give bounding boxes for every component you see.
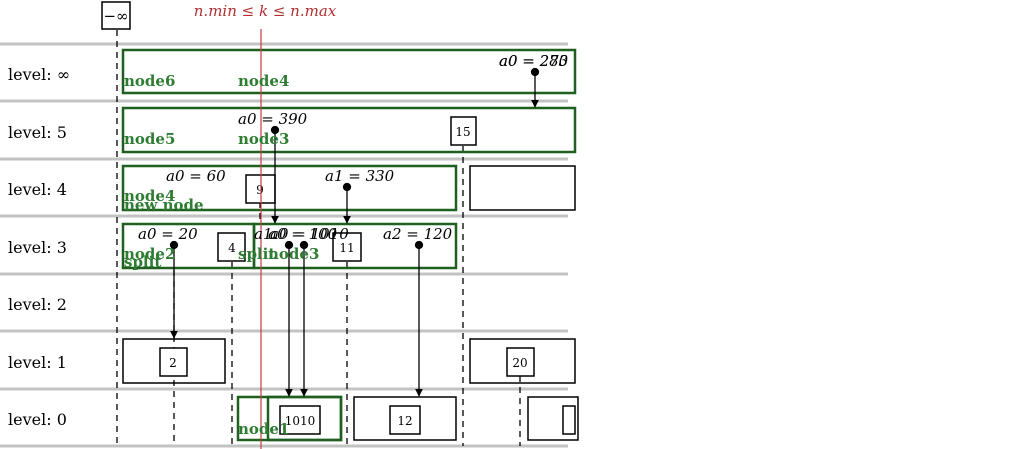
node-box-level-1-right xyxy=(469,338,576,384)
node-boxes xyxy=(121,48,579,442)
node-label: node4 xyxy=(124,187,175,205)
pointer-label: a1 = 330 xyxy=(325,167,395,185)
node-label: node3 xyxy=(268,245,319,263)
key-box-20 xyxy=(506,347,535,377)
key-label-11: 11 xyxy=(339,241,354,255)
level-label-2: level: 2 xyxy=(8,295,67,314)
level-label-3: level: 3 xyxy=(8,238,67,257)
node-label: node2 xyxy=(124,245,175,263)
pointer-label: a0 = 273 xyxy=(499,52,568,70)
key-range-annotation: n.min ≤ k ≤ n.max xyxy=(194,2,337,20)
node-box-level-4-right xyxy=(469,165,576,211)
key-label-9: 9 xyxy=(256,183,264,197)
key-label-1010: 1010 xyxy=(285,414,316,428)
node-box-level-0-mid xyxy=(353,396,457,441)
node-label: node6 xyxy=(124,72,175,90)
pointer-label: a0 = 1010 xyxy=(270,225,349,243)
node-box-level-4-left xyxy=(121,164,458,212)
level-bands xyxy=(0,42,568,448)
pointer-label: a0 = 390 xyxy=(238,110,308,128)
level-label-4: level: 4 xyxy=(8,180,67,199)
key-boxes: 15 9 4 11 2 20 1010 12 xyxy=(159,116,576,435)
node-label: node1 xyxy=(238,420,289,438)
key-box-2 xyxy=(159,347,188,377)
key-box-clipped xyxy=(562,405,576,435)
pointer-arrows xyxy=(169,67,540,397)
pointer-label: a2 = 120 xyxy=(383,225,453,243)
key-box-11 xyxy=(332,232,362,262)
node-labels: node6 node4 node5 node3 node4 new node n… xyxy=(124,72,319,438)
minus-inf-box xyxy=(101,1,131,30)
node-label: split xyxy=(238,245,275,263)
node-box-level-1-left xyxy=(122,338,226,384)
node-label: node5 xyxy=(124,130,175,148)
node-box-level-inf xyxy=(121,48,577,95)
node-box-level-0-right xyxy=(527,396,579,441)
node-label: node3 xyxy=(238,130,289,148)
node-box-level-5 xyxy=(121,106,577,154)
key-box-15 xyxy=(450,116,477,146)
pointer-label: a0 = 280 xyxy=(499,52,569,70)
level-label-0: level: 0 xyxy=(8,410,67,429)
key-label-12: 12 xyxy=(397,414,412,428)
pointer-label: a0 = 100 xyxy=(268,225,338,243)
key-box-4 xyxy=(217,232,246,262)
key-label-20: 20 xyxy=(512,356,527,370)
node-label: new node xyxy=(124,196,204,214)
level-label-inf: level: ∞ xyxy=(8,65,70,84)
node-label: split xyxy=(124,253,161,271)
node-box-level-3-split-right xyxy=(252,222,458,270)
pointer-label: a0 = 60 xyxy=(166,167,226,185)
minus-inf-label: −∞ xyxy=(103,7,128,25)
key-label-4: 4 xyxy=(228,241,236,255)
key-label-2: 2 xyxy=(169,356,177,370)
level-labels: level: ∞ level: 5 level: 4 level: 3 leve… xyxy=(8,65,70,429)
key-box-12 xyxy=(389,405,421,435)
pointer-label: a1 xyxy=(254,225,273,243)
key-label-15: 15 xyxy=(455,125,470,139)
key-box-1010 xyxy=(279,405,321,435)
node-box-level-0-inner xyxy=(266,395,343,442)
level-label-5: level: 5 xyxy=(8,123,67,142)
pointer-label: a0 = 20 xyxy=(138,225,198,243)
node-label: node4 xyxy=(238,72,289,90)
level-label-1: level: 1 xyxy=(8,353,67,372)
pointer-labels: a0 = 273 a0 = 280 a0 = 390 a0 = 60 a1 = … xyxy=(138,52,569,243)
